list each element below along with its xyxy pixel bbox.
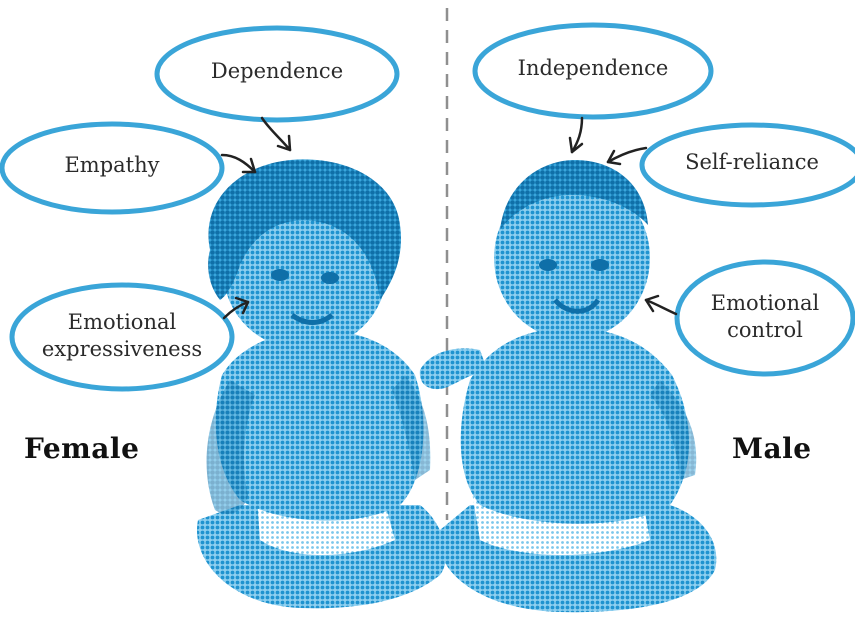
dependence-arrow bbox=[260, 116, 292, 152]
trait-independence: Independence bbox=[517, 56, 669, 80]
expressiveness-arrow bbox=[222, 300, 250, 320]
female-label: Female bbox=[24, 432, 140, 465]
trait-control-line1: Emotional bbox=[710, 291, 820, 315]
dependence-bubble bbox=[154, 25, 400, 123]
trait-self-reliance: Self-reliance bbox=[685, 150, 819, 174]
trait-empathy: Empathy bbox=[64, 153, 160, 177]
emotional-control-bubble bbox=[674, 259, 855, 377]
self-reliance-bubble bbox=[639, 122, 855, 208]
male-baby-illustration bbox=[419, 160, 717, 613]
trait-expressiveness-line1: Emotional bbox=[67, 310, 177, 334]
empathy-bubble bbox=[0, 121, 225, 215]
trait-control-line2: control bbox=[727, 318, 803, 343]
emotional-control-arrow bbox=[644, 298, 678, 316]
empathy-arrow bbox=[220, 153, 257, 174]
self-reliance-arrow bbox=[606, 146, 648, 164]
trait-emotional-expressiveness: Emotional expressiveness bbox=[12, 309, 232, 364]
trait-dependence: Dependence bbox=[210, 59, 344, 83]
male-label: Male bbox=[732, 432, 812, 465]
emotional-expressiveness-bubble bbox=[9, 282, 235, 392]
trait-expressiveness-line2: expressiveness bbox=[41, 337, 203, 362]
independence-bubble bbox=[472, 22, 714, 120]
trait-emotional-control: Emotional control bbox=[677, 290, 853, 345]
female-baby-illustration bbox=[196, 159, 447, 609]
